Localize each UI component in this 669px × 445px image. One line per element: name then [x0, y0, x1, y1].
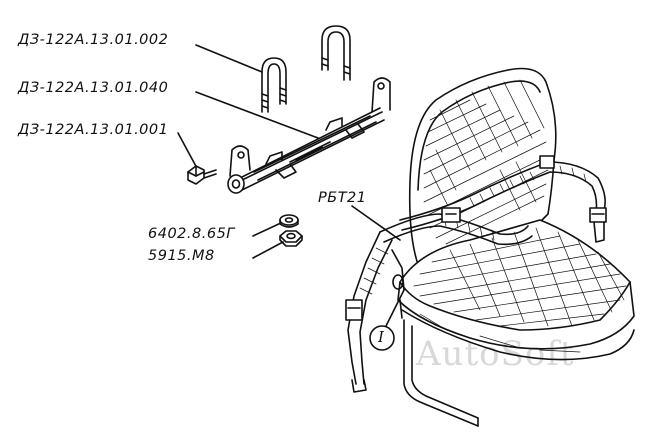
leader-lines: [177, 44, 405, 327]
seat-belt: [345, 155, 607, 393]
bolt: [187, 165, 217, 185]
detail-callout-label: I: [378, 328, 384, 346]
spring-washer: [279, 214, 299, 228]
detail-callout: [369, 325, 395, 351]
part-label-nut: 5915.М8: [148, 248, 215, 264]
part-label-u-bolt: ДЗ-122А.13.01.002: [18, 32, 169, 48]
seat: [397, 67, 635, 427]
u-bolt-right: [321, 25, 351, 81]
part-label-belt: РБТ21: [318, 190, 367, 206]
part-label-bracket: ДЗ-122А.13.01.040: [18, 80, 169, 96]
nut: [279, 230, 303, 247]
mounting-bracket: [227, 77, 391, 194]
part-label-bolt: ДЗ-122А.13.01.001: [18, 122, 169, 138]
u-bolt-left: [261, 57, 287, 113]
part-label-washer: 6402.8.65Г: [148, 226, 235, 242]
